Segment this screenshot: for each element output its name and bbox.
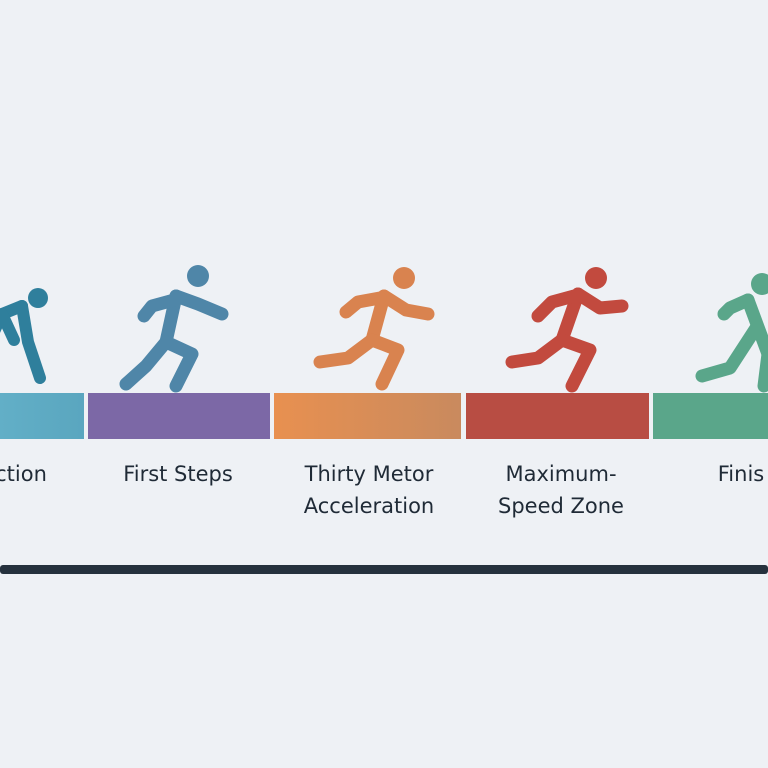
runner-icon [300,258,440,394]
stage-bar-acceleration [274,393,461,439]
stage-label-max-speed: Maximum- Speed Zone [498,462,624,518]
stage-bar-max-speed [466,393,649,439]
stage-label-reaction: ction [0,462,47,486]
stage-label-first-steps: First Steps [123,462,233,486]
stage-bar-first-steps [88,393,270,439]
crouching-start-runner-icon [0,258,50,394]
runner-icon [490,258,630,394]
stage-bar-finish [653,393,768,439]
stage-label-finish: Finis [717,462,765,486]
runner-icon [110,258,250,394]
stage-label-acceleration: Thirty Metor Acceleration [303,462,435,518]
runner-icon [690,258,768,394]
timeline-baseline [0,565,768,574]
stage-bar-reaction [0,393,84,439]
